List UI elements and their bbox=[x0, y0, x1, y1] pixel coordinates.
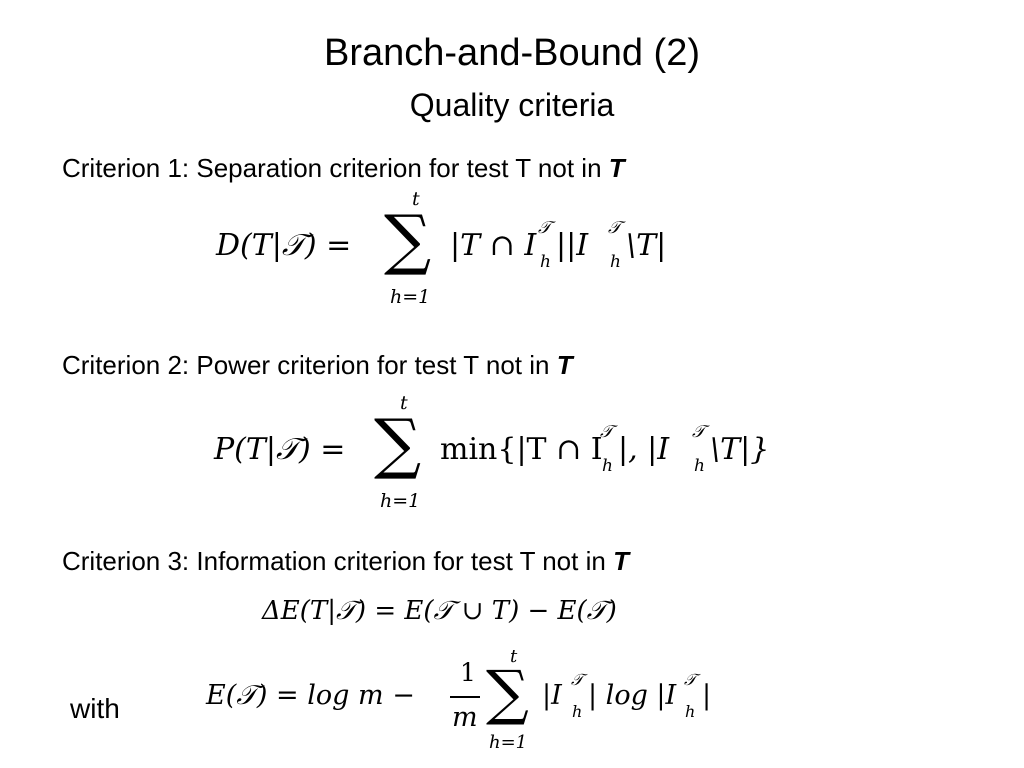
entropy-sup-1: 𝒯 bbox=[571, 670, 584, 689]
power-sum-lower: h=1 bbox=[380, 490, 421, 512]
power-formula: P(T|𝒯) = t ∑ h=1 min{|T ∩ I 𝒯 h |, |I 𝒯 … bbox=[214, 390, 794, 520]
information-text: ΔE(T|𝒯) = E(𝒯 ∪ T) − E(𝒯) bbox=[262, 596, 617, 626]
entropy-body-2: | log |I bbox=[588, 680, 677, 711]
power-sup-2: 𝒯 bbox=[692, 422, 706, 442]
entropy-lhs: E(𝒯) = log m − bbox=[206, 680, 415, 711]
separation-sub-1: h bbox=[540, 252, 551, 272]
criterion-2-emph: T bbox=[556, 350, 573, 380]
criterion-3-text: Criterion 3: Information criterion for t… bbox=[62, 546, 614, 576]
separation-sum-upper: t bbox=[412, 188, 420, 210]
sum-icon: ∑ bbox=[374, 405, 422, 482]
slide-title: Branch-and-Bound (2) bbox=[324, 32, 700, 74]
separation-sup-1: 𝒯 bbox=[538, 218, 552, 238]
separation-lhs: D(T|𝒯) = bbox=[216, 228, 352, 263]
entropy-sum-lower: h=1 bbox=[489, 732, 528, 753]
separation-sup-2: 𝒯 bbox=[608, 218, 622, 238]
criterion-1-emph: T bbox=[608, 153, 625, 183]
power-sub-1: h bbox=[602, 456, 613, 476]
power-sum-upper: t bbox=[400, 392, 408, 414]
criterion-3-emph: T bbox=[613, 546, 629, 576]
separation-body-3: \T| bbox=[626, 228, 667, 263]
power-body: min{|T ∩ I bbox=[440, 432, 603, 467]
with-label: with bbox=[70, 693, 120, 724]
entropy-frac-den: m bbox=[452, 702, 478, 733]
criterion-3-label: Criterion 3: Information criterion for t… bbox=[62, 545, 629, 577]
criterion-2-text: Criterion 2: Power criterion for test T … bbox=[62, 350, 557, 380]
entropy-body-3: | bbox=[702, 680, 712, 711]
entropy-formula: E(𝒯) = log m − 1 m t ∑ h=1 |I 𝒯 h | log … bbox=[206, 646, 726, 760]
power-sub-2: h bbox=[694, 456, 705, 476]
criterion-1-text: Criterion 1: Separation criterion for te… bbox=[62, 153, 609, 183]
separation-body: |T ∩ I bbox=[450, 228, 537, 263]
entropy-sum-upper: t bbox=[510, 646, 518, 667]
entropy-sup-2: 𝒯 bbox=[684, 670, 697, 689]
power-body-3: \T|} bbox=[710, 432, 770, 467]
entropy-sub-1: h bbox=[572, 702, 583, 721]
power-lhs: P(T|𝒯) = bbox=[214, 432, 346, 467]
power-sup-1: 𝒯 bbox=[600, 422, 614, 442]
power-body-2: |, |I bbox=[618, 432, 670, 467]
sum-icon: ∑ bbox=[384, 201, 432, 278]
separation-formula: D(T|𝒯) = t ∑ h=1 |T ∩ I 𝒯 h ||I 𝒯 h \T| bbox=[216, 188, 696, 320]
criterion-2-label: Criterion 2: Power criterion for test T … bbox=[62, 349, 573, 381]
slide-subtitle: Quality criteria bbox=[409, 87, 615, 123]
sum-icon: ∑ bbox=[486, 658, 529, 728]
entropy-frac-num: 1 bbox=[460, 658, 476, 687]
entropy-sub-2: h bbox=[685, 702, 696, 721]
information-formula: ΔE(T|𝒯) = E(𝒯 ∪ T) − E(𝒯) bbox=[262, 596, 662, 636]
criterion-1-label: Criterion 1: Separation criterion for te… bbox=[62, 152, 625, 184]
separation-body-2: ||I bbox=[556, 228, 589, 263]
entropy-body: |I bbox=[542, 680, 562, 711]
fraction-bar bbox=[450, 696, 480, 698]
separation-sub-2: h bbox=[610, 252, 621, 272]
separation-sum-lower: h=1 bbox=[390, 286, 431, 308]
